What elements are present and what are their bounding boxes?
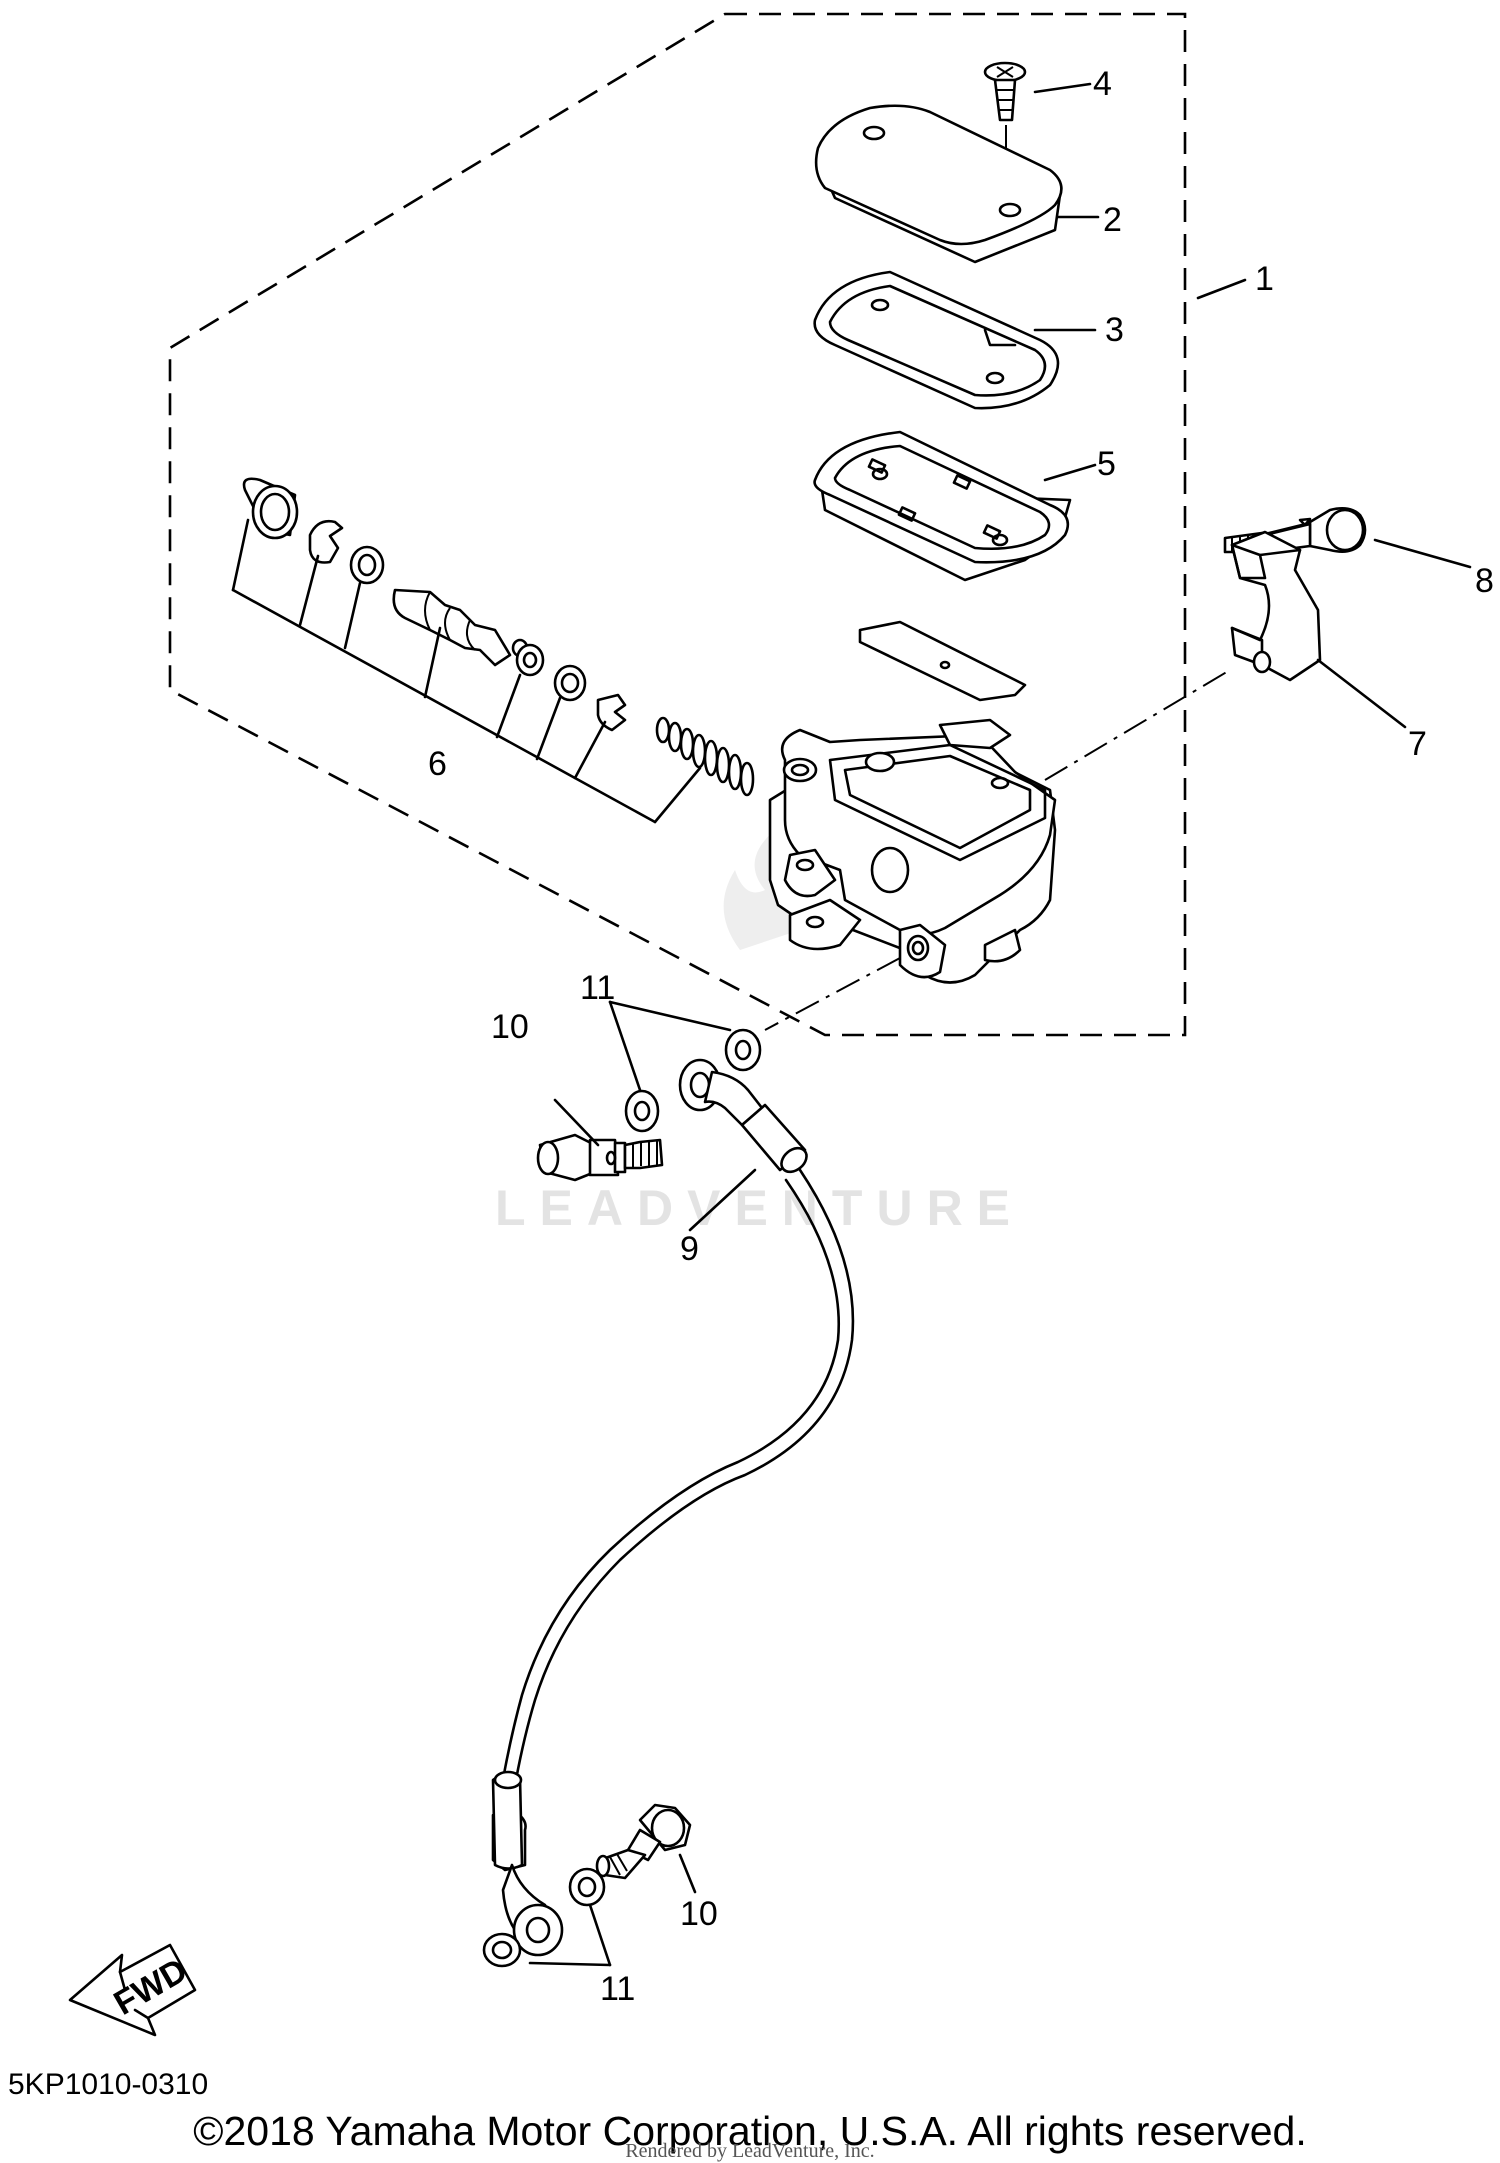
callout-9: 9 bbox=[680, 1230, 699, 1268]
part-3-plate bbox=[813, 270, 1097, 410]
part-4-screw bbox=[983, 61, 1092, 210]
copyright-notice: ©2018 Yamaha Motor Corporation, U.S.A. A… bbox=[193, 2108, 1307, 2154]
part-11-washers-top bbox=[608, 1000, 762, 1133]
callout-6: 6 bbox=[428, 745, 447, 783]
fwd-arrow-icon: FWD bbox=[68, 1943, 197, 2037]
part-10-banjo-bolt-bottom bbox=[595, 1803, 697, 1894]
callout-4: 4 bbox=[1093, 65, 1112, 103]
part-6-piston-kit bbox=[231, 477, 755, 824]
float-plate bbox=[858, 620, 1027, 702]
spring bbox=[655, 716, 755, 797]
callout-8: 8 bbox=[1475, 562, 1494, 600]
callout-labels: 1 2 3 4 5 6 7 8 9 10 10 11 11 bbox=[428, 65, 1494, 2008]
callout-3: 3 bbox=[1105, 311, 1124, 349]
assembly-boundary bbox=[168, 12, 1187, 1037]
watermark-text: LEADVENTURE bbox=[495, 1180, 1024, 1236]
callout-7: 7 bbox=[1408, 725, 1427, 763]
part-11-washers-bottom bbox=[482, 1867, 612, 1968]
float-plate-hole bbox=[939, 660, 951, 670]
part-7-clamp bbox=[1230, 530, 1407, 729]
callout-10-bottom: 10 bbox=[680, 1895, 718, 1933]
rendered-by-credit: Rendered by LeadVenture, Inc. bbox=[625, 2140, 875, 2162]
callout-5: 5 bbox=[1097, 445, 1116, 483]
callout-11-bottom: 11 bbox=[600, 1970, 635, 2008]
callout-1: 1 bbox=[1255, 260, 1274, 298]
callout-2: 2 bbox=[1103, 201, 1122, 239]
part-5-diaphragm bbox=[813, 430, 1097, 582]
diagram-code: 5KP1010-0310 bbox=[8, 2068, 209, 2101]
part-9-brake-hose bbox=[491, 1058, 855, 1957]
callout-11-top: 11 bbox=[580, 969, 615, 1007]
part-10-banjo-bolt-top bbox=[536, 1098, 664, 1182]
master-cylinder-body bbox=[764, 669, 1231, 1031]
part-2-cap bbox=[814, 104, 1100, 264]
callout-10-top: 10 bbox=[491, 1008, 529, 1046]
